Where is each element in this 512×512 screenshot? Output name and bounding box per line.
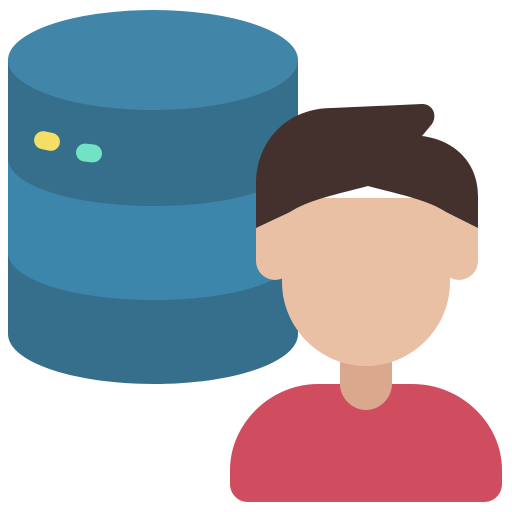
status-light-yellow	[34, 131, 60, 151]
user-shirt	[230, 384, 502, 502]
user-neck	[340, 356, 392, 410]
status-light-teal	[76, 143, 102, 163]
user-hair	[256, 104, 478, 228]
database-icon	[8, 10, 298, 384]
user-face	[282, 198, 450, 366]
user-icon	[230, 104, 502, 502]
database-top-cap	[8, 10, 298, 110]
